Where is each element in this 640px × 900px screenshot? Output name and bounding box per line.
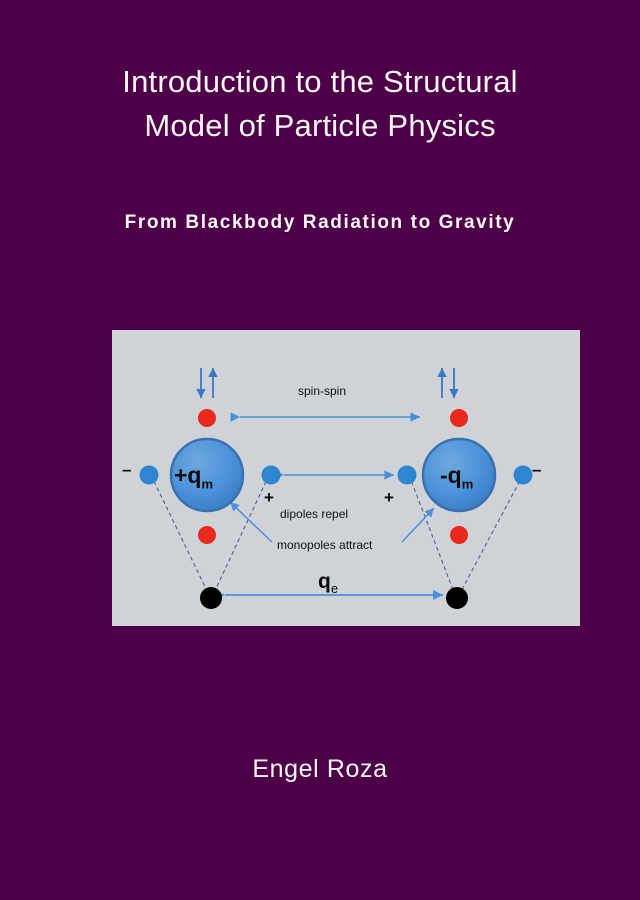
spin-arrows-left <box>196 368 218 398</box>
right-inner-dipole-dot <box>397 465 417 485</box>
sign-plus-right: + <box>384 488 394 507</box>
left-bottom-monopole <box>198 526 216 544</box>
label-qe-main: q <box>318 570 331 593</box>
dashed-lines-right <box>408 474 524 596</box>
page-title: Introduction to the Structural Model of … <box>0 60 640 148</box>
figure-diagram <box>139 368 533 609</box>
sign-minus-right: – <box>532 460 542 479</box>
right-electric-charge <box>446 587 468 609</box>
left-sphere-label: +qm <box>174 462 213 492</box>
subtitle: From Blackbody Radiation to Gravity <box>124 212 516 233</box>
title-line-2: Model of Particle Physics <box>144 108 496 143</box>
left-sphere-label-main: +q <box>174 462 202 488</box>
left-electric-charge <box>200 587 222 609</box>
label-qe: qe <box>318 570 338 596</box>
left-inner-dipole-dot <box>261 465 281 485</box>
sign-minus-left: – <box>122 460 132 479</box>
author-name: Engel Roza <box>252 755 388 783</box>
cover-figure: spin-spin dipoles repel monopoles attrac… <box>112 330 580 626</box>
label-qe-subscript: e <box>330 581 339 597</box>
left-magnetic-sphere <box>169 437 245 513</box>
right-bottom-monopole <box>450 526 468 544</box>
title-line-1: Introduction to the Structural <box>122 64 518 99</box>
label-spin-spin: spin-spin <box>298 384 347 398</box>
spin-arrows-right <box>437 368 459 398</box>
left-sphere-label-subscript: m <box>201 476 214 492</box>
right-sphere-label-subscript: m <box>461 476 474 492</box>
right-magnetic-sphere <box>421 437 497 513</box>
left-outer-dipole-dot <box>139 465 159 485</box>
dashed-lines-left <box>150 474 270 596</box>
right-sphere-label-main: -q <box>440 462 462 488</box>
right-outer-dipole-dot <box>513 465 533 485</box>
right-top-monopole <box>450 409 468 427</box>
label-dipoles-repel: dipoles repel <box>280 507 349 521</box>
label-monopoles-attract: monopoles attract <box>277 538 373 552</box>
monopoles-attract-pointers <box>229 501 435 543</box>
left-top-monopole <box>198 409 216 427</box>
right-sphere-label: -qm <box>440 462 473 492</box>
sign-plus-left: + <box>264 488 274 507</box>
